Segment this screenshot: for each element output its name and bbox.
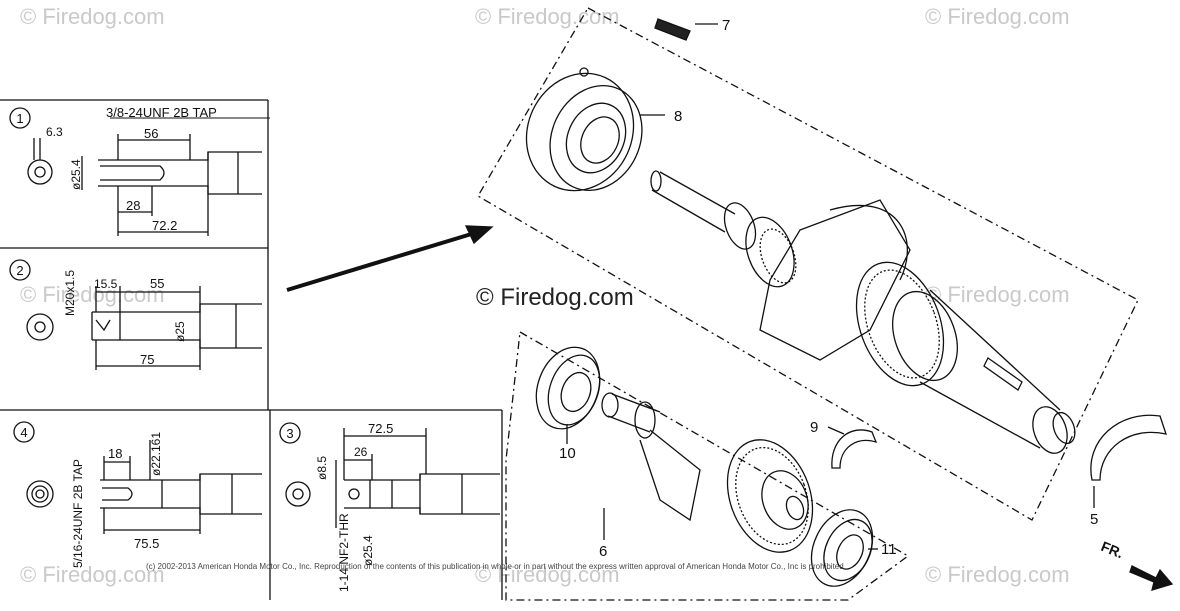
- type-1-dim-c: ø25.4: [69, 159, 83, 190]
- type-1-dim-b: 56: [144, 126, 158, 141]
- front-arrow: [1129, 565, 1174, 591]
- type-3-thread: 1-14 NF2-THR: [337, 513, 351, 592]
- watermark: © Firedog.com: [475, 4, 620, 29]
- part-7-key: [654, 18, 718, 41]
- shaft-type-1: [9, 107, 270, 236]
- type-2-dim-b: 55: [150, 276, 164, 291]
- type-4-dim-c: 75.5: [134, 536, 159, 551]
- watermark: © Firedog.com: [925, 4, 1070, 29]
- watermark: © Firedog.com: [925, 282, 1070, 307]
- watermark: © Firedog.com: [475, 562, 620, 587]
- part-8-label: 8: [674, 108, 682, 125]
- part-9-thrust-washer: [827, 426, 878, 469]
- watermark: © Firedog.com: [20, 4, 165, 29]
- upper-assembly-outline: [477, 7, 1139, 521]
- balancer-shaft: [601, 392, 814, 553]
- part-8-bearing: [525, 67, 665, 192]
- type-3-dim-d: ø25.4: [361, 535, 375, 566]
- watermark: © Firedog.com: [20, 562, 165, 587]
- part-10-label: 10: [559, 445, 576, 462]
- type-3-dim-b: ø8.5: [315, 456, 329, 480]
- part-6-label: 6: [599, 543, 607, 560]
- type-3-dim-c: 26: [354, 445, 368, 459]
- shaft-type-4: [13, 421, 262, 534]
- watermark-center: © Firedog.com: [476, 284, 634, 311]
- type-4-number: 4: [20, 425, 27, 440]
- part-5-thrust-washer: [1090, 414, 1167, 508]
- part-11-label: 11: [881, 541, 897, 558]
- shaft-type-3: [279, 422, 500, 528]
- type-1-dim-d: 28: [126, 198, 140, 213]
- watermark: © Firedog.com: [925, 562, 1070, 587]
- type-1-tap-label: 3/8-24UNF 2B TAP: [106, 105, 217, 120]
- type-4-dim-b: ø22.161: [149, 432, 163, 476]
- type-4-tap-label: 5/16-24UNF 2B TAP: [71, 459, 85, 568]
- type-1-dim-e: 72.2: [152, 218, 177, 233]
- part-10-bearing: [535, 346, 601, 444]
- part-5-label: 5: [1090, 511, 1098, 528]
- type-3-dim-a: 72.5: [368, 421, 393, 436]
- type-3-number: 3: [286, 426, 293, 441]
- type-1-dim-a: 6.3: [46, 125, 63, 139]
- type-2-thread: M20x1.5: [63, 270, 77, 316]
- part-11-bearing: [810, 509, 878, 587]
- type-2-dim-c: ø25: [173, 321, 187, 342]
- shaft-type-table: [0, 99, 503, 600]
- shaft-type-2: [9, 259, 262, 370]
- type-1-number: 1: [16, 111, 23, 126]
- type-2-number: 2: [16, 263, 23, 278]
- part-7-label: 7: [722, 17, 730, 34]
- front-marker-label: FR.: [1099, 538, 1126, 561]
- direction-arrow: [286, 225, 494, 292]
- type-2-dim-d: 75: [140, 352, 154, 367]
- type-2-dim-a: 15.5: [94, 277, 118, 291]
- crankshaft-upper: [650, 170, 1076, 454]
- lower-assembly-outline: [505, 330, 910, 601]
- watermark: © Firedog.com: [20, 282, 165, 307]
- copyright-notice: (c) 2002-2013 American Honda Motor Co., …: [146, 562, 846, 571]
- part-9-label: 9: [810, 419, 818, 436]
- type-4-dim-a: 18: [108, 446, 122, 461]
